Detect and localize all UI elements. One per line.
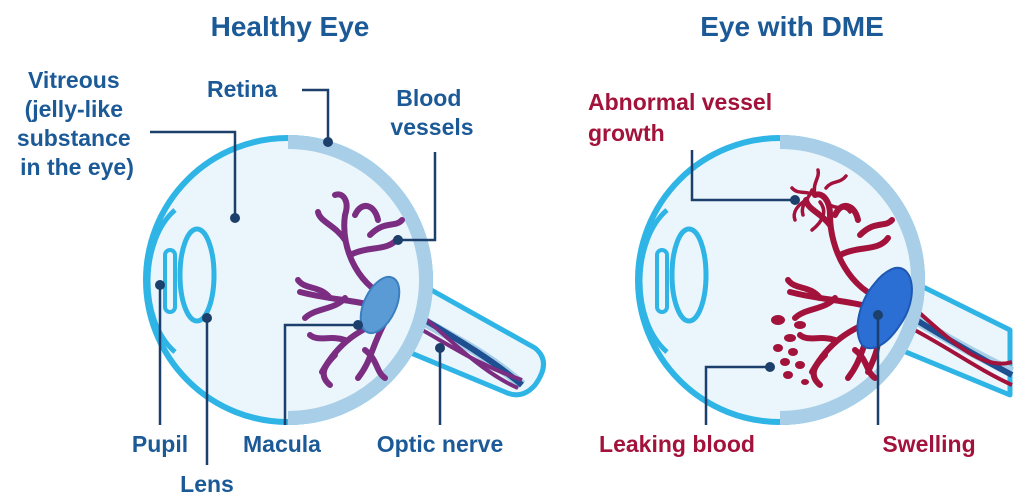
healthy-eye-illustration — [146, 138, 544, 422]
dme-eye-title: Eye with DME — [700, 11, 884, 42]
retina-label: Retina — [207, 76, 278, 102]
vitreous-label: Vitreous (jelly-like substance in the ey… — [17, 67, 137, 180]
optic-nerve-label: Optic nerve — [377, 431, 504, 457]
pupil-label: Pupil — [132, 431, 188, 457]
swelling-label: Swelling — [882, 431, 975, 457]
blood-vessels-label: Blood vessels — [390, 85, 473, 140]
healthy-iris — [165, 250, 175, 312]
macula-label: Macula — [243, 431, 321, 457]
lens-label: Lens — [180, 471, 234, 497]
dme-eye-illustration — [638, 138, 1012, 422]
leaking-blood-label: Leaking blood — [599, 431, 755, 457]
dme-lens — [672, 229, 706, 321]
dme-iris — [657, 250, 667, 312]
healthy-lens — [180, 229, 214, 321]
healthy-eye-title: Healthy Eye — [211, 11, 370, 42]
abnormal-vessel-growth-label: Abnormal vessel growth — [588, 89, 778, 146]
